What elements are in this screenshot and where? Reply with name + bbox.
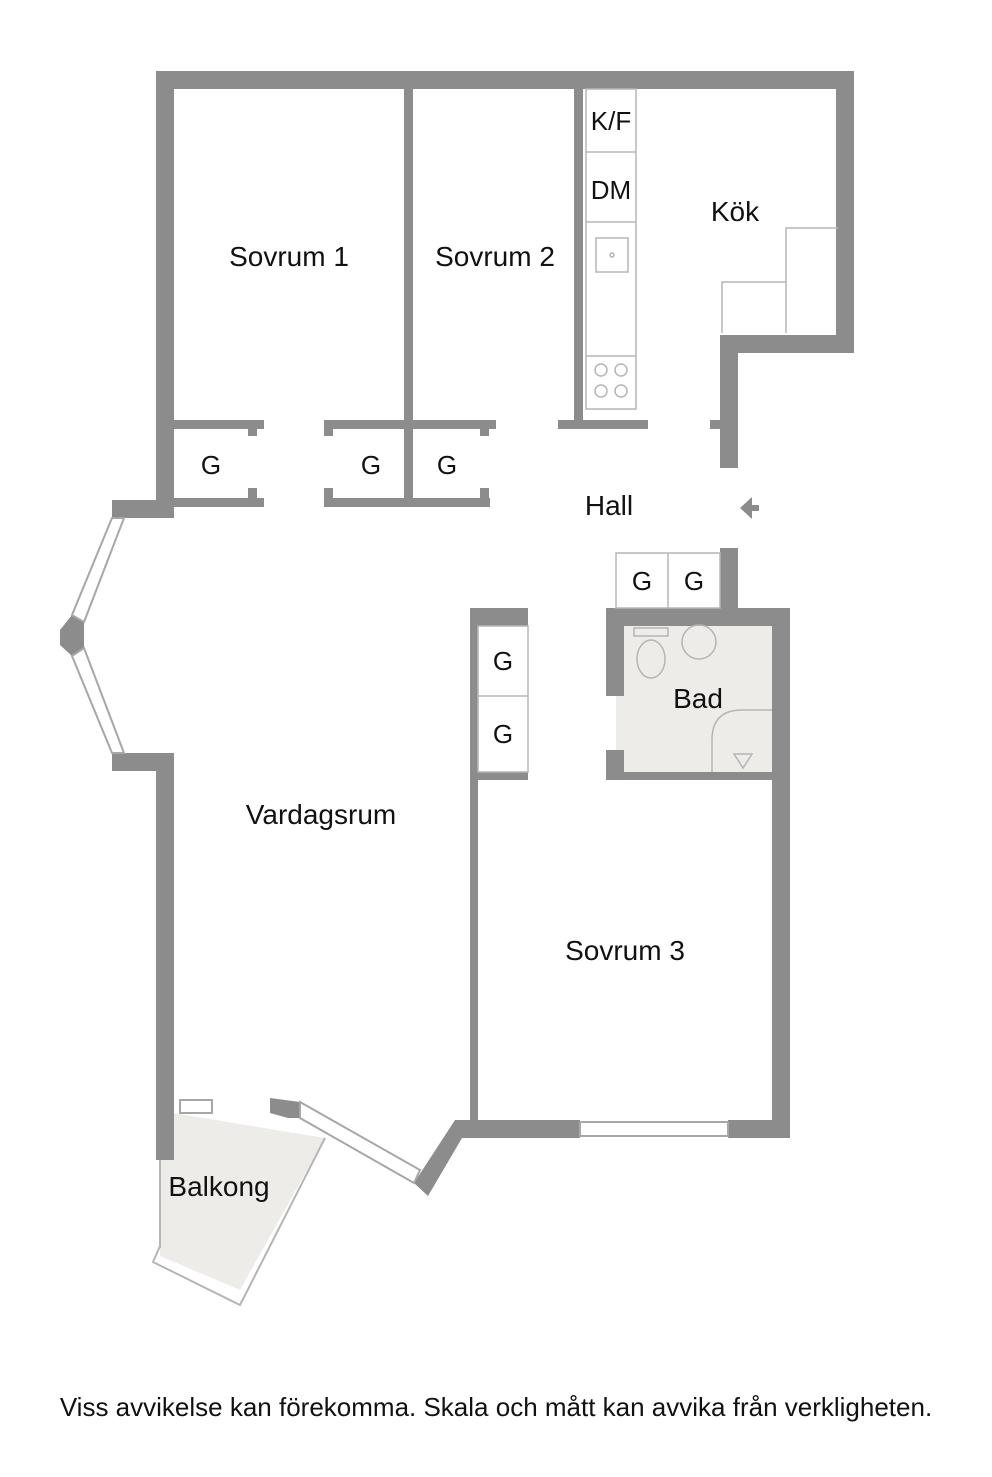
bathroom-fixtures xyxy=(633,624,772,772)
wall-hall-door-stub xyxy=(710,420,738,429)
wall-entrance-lower xyxy=(720,548,738,626)
wall-living-stub xyxy=(270,1098,300,1118)
walls xyxy=(60,71,854,1196)
label-wardrobe: G xyxy=(201,450,221,480)
disclaimer-text: Viss avvikelse kan förekomma. Skala och … xyxy=(59,1392,933,1422)
wall-closet-23-side1 xyxy=(324,420,333,436)
kitchen-counter xyxy=(585,88,637,410)
wall-entrance-upper xyxy=(720,335,738,468)
wall-closet-1-side xyxy=(248,420,257,436)
wall-closet-23-side4 xyxy=(480,488,489,504)
label-bad: Bad xyxy=(673,683,723,714)
bay-window-lower xyxy=(70,646,126,754)
toilet-icon xyxy=(636,639,666,679)
label-balkong: Balkong xyxy=(168,1171,269,1202)
balcony-railing xyxy=(151,1137,326,1307)
label-sovrum2: Sovrum 2 xyxy=(435,241,555,272)
windows xyxy=(70,517,729,1307)
wall-bath-left-upper xyxy=(606,608,624,696)
label-wardrobe: G xyxy=(493,646,513,676)
wall-sovrum3-top xyxy=(470,608,528,626)
living-window xyxy=(299,1100,422,1185)
balcony-door-window xyxy=(179,1099,213,1114)
wall-bay-corner xyxy=(60,615,84,656)
toilet-tank xyxy=(633,627,669,637)
sovrum3-window xyxy=(579,1121,729,1137)
wall-closet-23-side2 xyxy=(480,420,489,436)
balcony-floor xyxy=(160,1113,325,1290)
wall-closet-1-bottom xyxy=(174,498,264,507)
stove-burner-icon xyxy=(594,363,608,377)
label-wardrobe: G xyxy=(361,450,381,480)
wall-bath-bottom xyxy=(606,772,790,780)
wall-bottom-left xyxy=(455,1120,580,1138)
bay-window-upper xyxy=(70,517,126,624)
shower-icon xyxy=(711,709,772,772)
bathroom-floor xyxy=(616,626,772,772)
wall-closet-23-bottom xyxy=(324,498,490,507)
label-hall: Hall xyxy=(585,490,633,521)
washbasin-icon xyxy=(681,624,717,660)
label-sovrum3: Sovrum 3 xyxy=(565,935,685,966)
room-labels: Sovrum 1 Sovrum 2 Kök Hall Vardagsrum So… xyxy=(168,196,760,1202)
wall-left-upper xyxy=(156,71,174,518)
wall-sovrum3-left xyxy=(470,608,478,1138)
label-wardrobe: G xyxy=(632,566,652,596)
floor-drain-icon xyxy=(732,753,754,770)
label-sovrum1: Sovrum 1 xyxy=(229,241,349,272)
wall-bath-top xyxy=(606,608,790,626)
wall-hall-stub xyxy=(558,420,648,429)
wall-closet-1-side2 xyxy=(248,488,257,504)
kitchen-counter-corner xyxy=(721,227,838,333)
kitchen-fixtures xyxy=(585,88,838,410)
label-fridge-freezer: K/F xyxy=(591,106,631,136)
wall-bay-top-stub xyxy=(112,500,174,518)
wall-kitchen-step xyxy=(720,335,854,353)
wall-closet-23-mid xyxy=(404,420,413,507)
wall-closet-1-top xyxy=(174,420,264,429)
wall-sovrum3-closet-bottom xyxy=(470,772,528,780)
wall-left-lower xyxy=(156,753,174,1160)
label-wardrobe: G xyxy=(684,566,704,596)
wall-sovrum1-2 xyxy=(404,89,413,420)
sink-icon xyxy=(595,237,629,273)
label-kok: Kök xyxy=(711,196,760,227)
label-wardrobe: G xyxy=(437,450,457,480)
fixture-labels: K/F DM G G G G G G G xyxy=(201,106,704,749)
label-wardrobe: G xyxy=(493,719,513,749)
floor-tints xyxy=(160,626,772,1290)
wall-sovrum2-kitchen xyxy=(574,89,583,420)
wall-right-lower xyxy=(772,608,790,1138)
wall-living-corner xyxy=(414,1120,473,1196)
wall-top xyxy=(156,71,854,89)
entrance-arrow-icon xyxy=(740,497,759,519)
label-dishwasher: DM xyxy=(591,175,631,205)
wall-closet-23-side3 xyxy=(324,488,333,504)
closet-outlines xyxy=(477,552,721,773)
wall-right-kitchen xyxy=(836,71,854,353)
label-vardagsrum: Vardagsrum xyxy=(246,799,396,830)
